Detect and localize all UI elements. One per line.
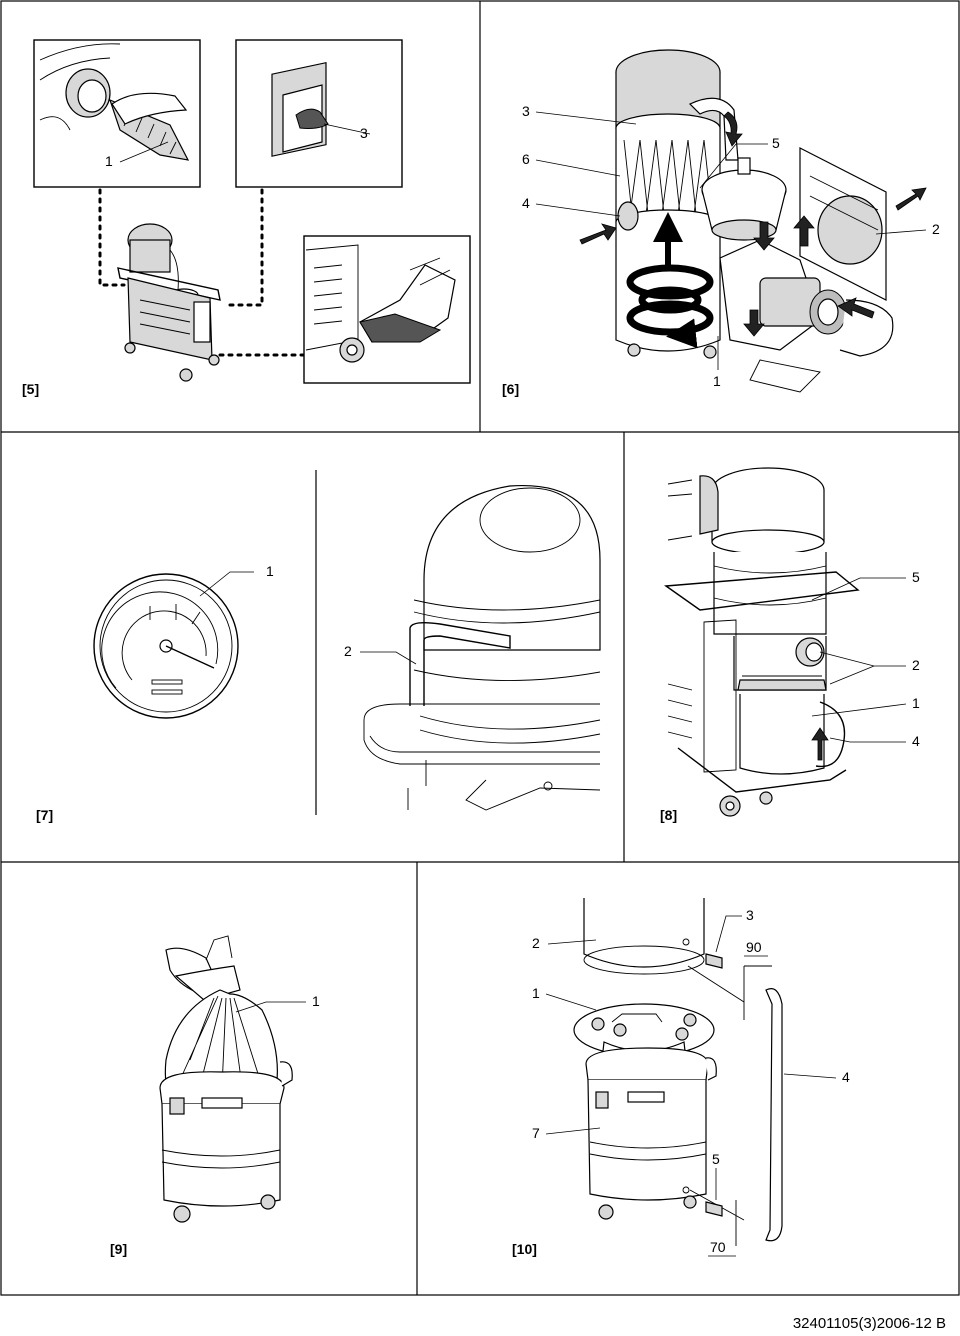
fig8-callout-4: 4 <box>912 733 920 749</box>
cyclone-airflow-spiral <box>626 212 714 349</box>
fig6-callout-5: 5 <box>772 135 780 151</box>
fig5-callout-3: 3 <box>360 125 368 141</box>
unit-side-view <box>664 467 860 817</box>
fig10-callout-3: 3 <box>746 907 754 923</box>
figure-10: 3 2 90 1 4 7 5 70 [10] <box>512 898 850 1257</box>
fig8-callout-1: 1 <box>912 695 920 711</box>
fig6-callout-6: 6 <box>522 151 530 167</box>
exhaust-panel <box>799 147 887 301</box>
fig10-callout-1: 1 <box>532 985 540 1001</box>
panel-grid <box>0 0 960 1296</box>
fig6-callout-2: 2 <box>932 221 940 237</box>
fig6-tag: [6] <box>502 381 519 397</box>
figure-6: 3 5 6 4 2 1 [6] <box>502 49 940 397</box>
fig8-callout-5: 5 <box>912 569 920 585</box>
fig8-tag: [8] <box>660 807 677 823</box>
wheel-brake-inset <box>303 235 471 384</box>
fig8-callout-2: 2 <box>912 657 920 673</box>
fig6-callout-3: 3 <box>522 103 530 119</box>
motor-blower <box>719 239 894 393</box>
fig5-tag: [5] <box>22 381 39 397</box>
connector-dots-1 <box>98 188 126 287</box>
fig7-tag: [7] <box>36 807 53 823</box>
main-switch-inset <box>235 39 403 188</box>
fig5-callout-1: 1 <box>105 153 113 169</box>
fig7-callout-2: 2 <box>344 643 352 659</box>
fig6-callout-1: 1 <box>713 373 721 389</box>
vacuum-gauge <box>93 573 239 719</box>
fig10-dim-70: 70 <box>710 1239 726 1255</box>
fig10-callout-7: 7 <box>532 1125 540 1141</box>
vacuum-unit-overview <box>117 223 221 382</box>
drum-exploded-view <box>573 898 783 1246</box>
hose-connection-inset <box>33 39 201 188</box>
fig10-callout-4: 4 <box>842 1069 850 1085</box>
fig6-callout-4: 4 <box>522 195 530 211</box>
drum-lid-handle <box>363 484 601 811</box>
fig9-callout-1: 1 <box>312 993 320 1009</box>
fig10-dim-90: 90 <box>746 939 762 955</box>
fig10-tag: [10] <box>512 1241 537 1257</box>
bag-removal <box>159 935 293 1223</box>
fig9-tag: [9] <box>110 1241 127 1257</box>
connector-dots-3 <box>222 188 264 307</box>
fig10-callout-2: 2 <box>532 935 540 951</box>
figure-8: 5 2 1 4 [8] <box>660 467 920 823</box>
figure-5: 1 3 [5] <box>22 39 471 397</box>
figure-7: 1 2 [7] <box>36 484 601 823</box>
document-code: 32401105(3)2006-12 B <box>793 1315 946 1332</box>
fig10-callout-5: 5 <box>712 1151 720 1167</box>
figure-9: 1 [9] <box>110 935 320 1257</box>
flow-arrows <box>579 111 927 337</box>
fig7-callout-1: 1 <box>266 563 274 579</box>
